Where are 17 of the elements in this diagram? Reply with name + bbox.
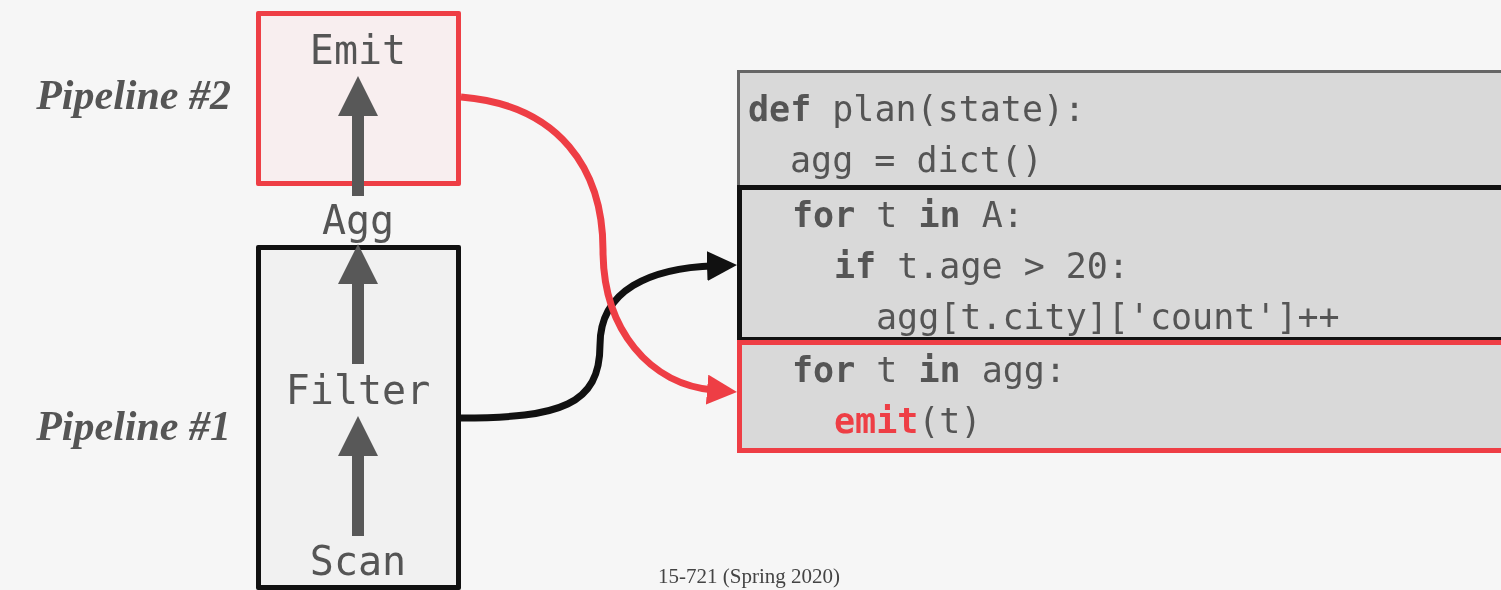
operator-label: Emit <box>262 24 454 76</box>
footer-text: 15-721 (Spring 2020) <box>658 566 840 587</box>
operator-label: Scan <box>262 536 454 586</box>
code-block <box>737 70 1501 453</box>
code-line: for t in A: <box>792 194 1024 237</box>
code-block <box>737 185 1501 342</box>
code-line: def plan(state): <box>748 88 1086 131</box>
pipeline-label: Pipeline #1 <box>36 405 231 447</box>
code-line: emit(t) <box>834 400 982 443</box>
operator-label: Agg <box>300 196 416 244</box>
code-line: agg[t.city]['count']++ <box>876 296 1340 339</box>
code-block <box>737 340 1501 453</box>
code-line: agg = dict() <box>790 139 1043 182</box>
code-line: for t in agg: <box>792 349 1066 392</box>
pipeline-label: Pipeline #2 <box>36 74 231 116</box>
operator-label: Filter <box>262 364 454 416</box>
code-line: if t.age > 20: <box>834 245 1130 288</box>
